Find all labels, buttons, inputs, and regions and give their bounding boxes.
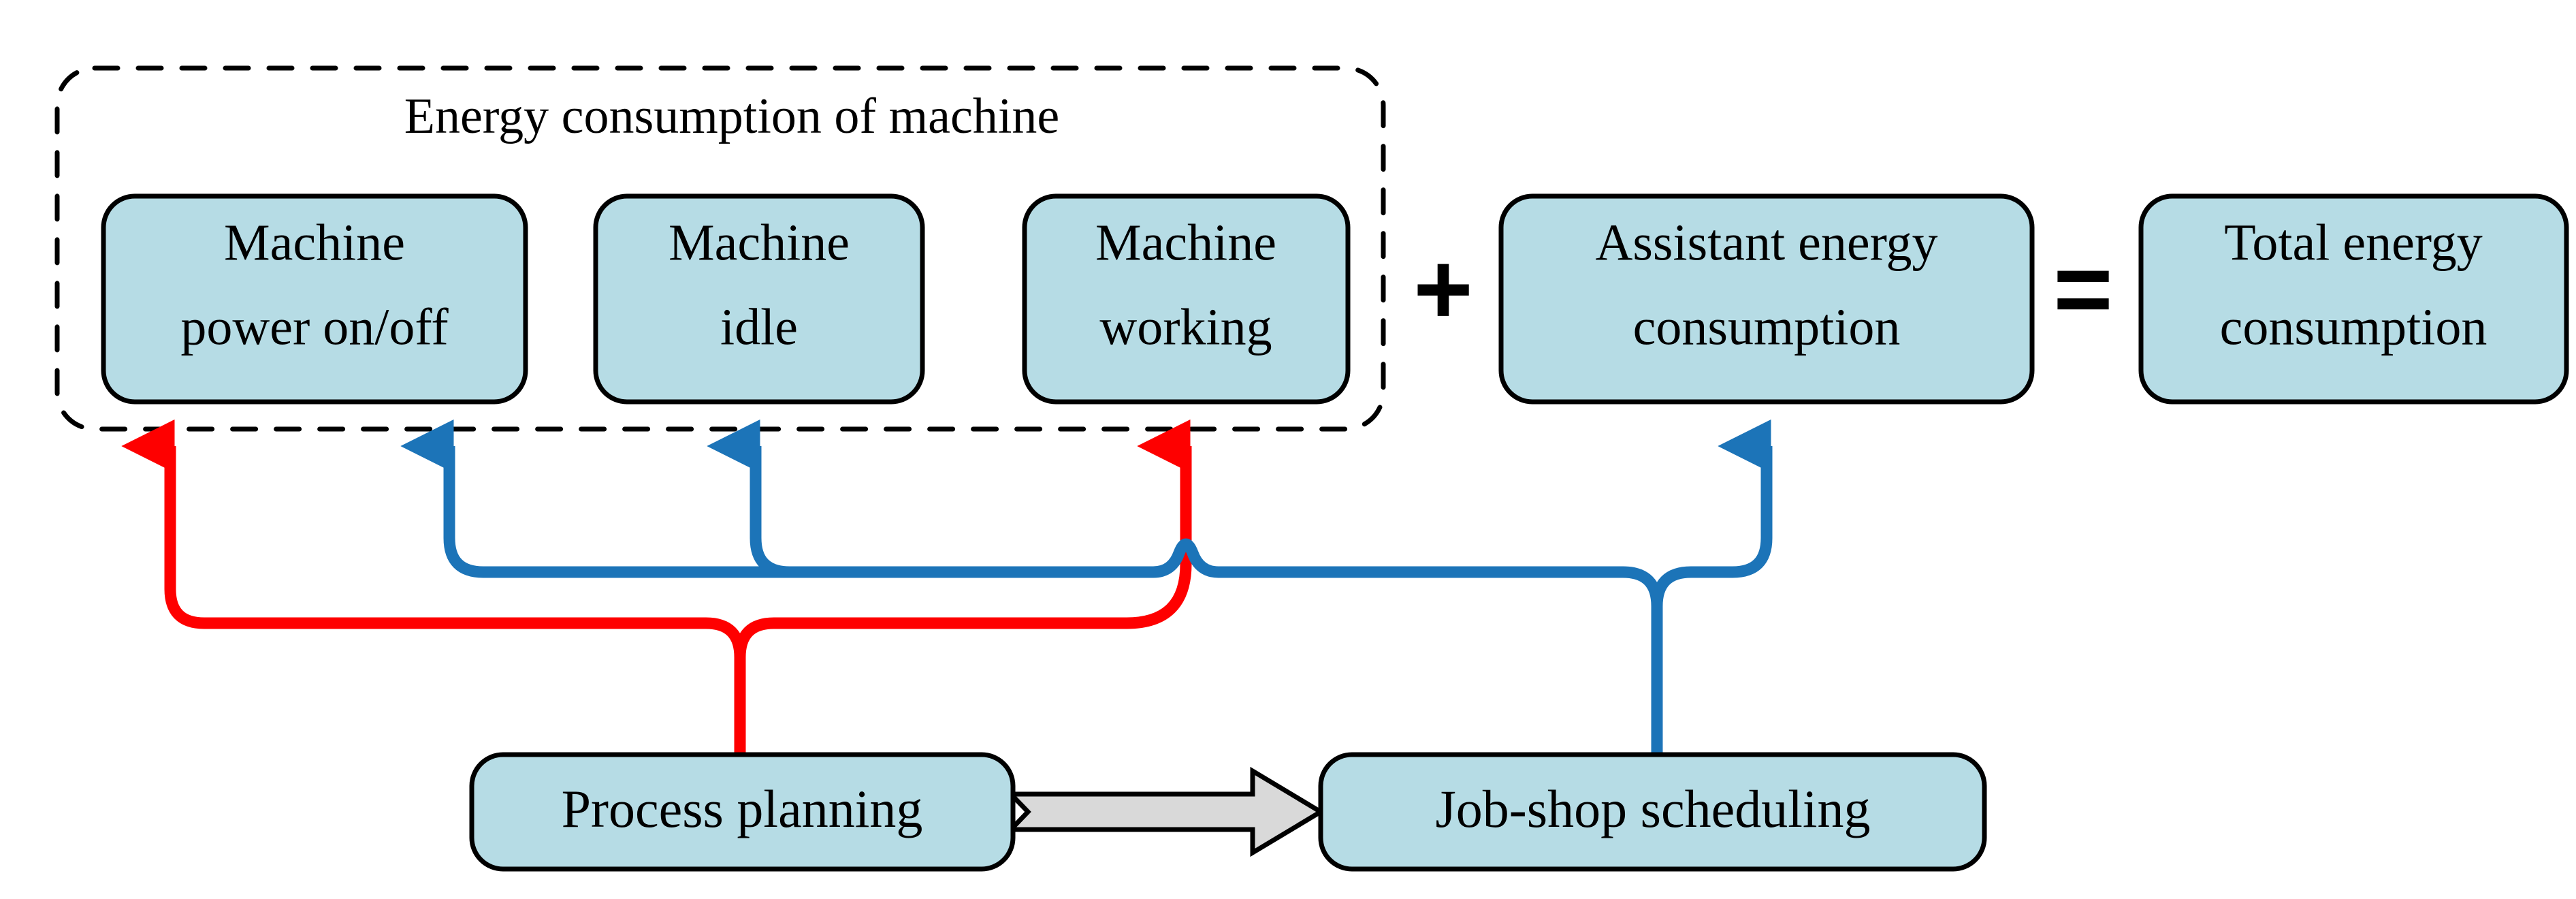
node-machine-idle[interactable]: Machine idle bbox=[593, 193, 925, 405]
node-assistant-energy-consumption[interactable]: Assistant energy consumption bbox=[1498, 193, 2035, 405]
plus-operator: + bbox=[1413, 232, 1473, 346]
node-machine-working-line2: working bbox=[1099, 298, 1272, 356]
node-process-planning-shape bbox=[469, 752, 1016, 872]
node-machine-working[interactable]: Machine working bbox=[1022, 193, 1351, 405]
node-total-energy-consumption-line2: consumption bbox=[2220, 298, 2488, 356]
node-job-shop-scheduling-shape bbox=[1318, 752, 1987, 872]
node-total-energy-consumption-line1: Total energy bbox=[2224, 214, 2482, 271]
node-machine-power-on-off-line1: Machine bbox=[224, 214, 405, 271]
blue-flow-to-assistant-energy bbox=[1651, 419, 1773, 607]
node-assistant-energy-consumption-line2: consumption bbox=[1633, 298, 1901, 356]
node-process-planning-label: Process planning bbox=[562, 779, 923, 838]
node-machine-power-on-off-shape bbox=[101, 193, 528, 405]
blue-flow-riser-from-job-shop bbox=[1225, 566, 1663, 755]
node-job-shop-scheduling-label: Job-shop scheduling bbox=[1435, 779, 1870, 838]
node-job-shop-scheduling[interactable]: Job-shop scheduling bbox=[1318, 752, 1987, 872]
node-assistant-energy-consumption-line1: Assistant energy bbox=[1595, 214, 1937, 271]
blue-flow-bus-horizontal bbox=[400, 419, 1225, 578]
node-machine-power-on-off[interactable]: Machine power on/off bbox=[101, 193, 528, 405]
blue-flow-to-machine-idle bbox=[707, 419, 790, 578]
node-assistant-energy-consumption-shape bbox=[1498, 193, 2035, 405]
node-machine-power-on-off-line2: power on/off bbox=[180, 298, 449, 356]
node-machine-idle-line2: idle bbox=[720, 298, 798, 356]
node-machine-idle-shape bbox=[593, 193, 925, 405]
equals-operator: = bbox=[2053, 232, 2113, 346]
process-to-schedule-block-arrow bbox=[1005, 766, 1325, 857]
node-machine-working-shape bbox=[1022, 193, 1351, 405]
node-total-energy-consumption[interactable]: Total energy consumption bbox=[2138, 193, 2569, 405]
node-machine-idle-line1: Machine bbox=[669, 214, 850, 271]
red-flow-branch-to-machine-working bbox=[734, 419, 1192, 658]
node-total-energy-consumption-shape bbox=[2138, 193, 2569, 405]
node-process-planning[interactable]: Process planning bbox=[469, 752, 1016, 872]
node-machine-working-line1: Machine bbox=[1095, 214, 1276, 271]
group-title: Energy consumption of machine bbox=[404, 89, 1059, 144]
